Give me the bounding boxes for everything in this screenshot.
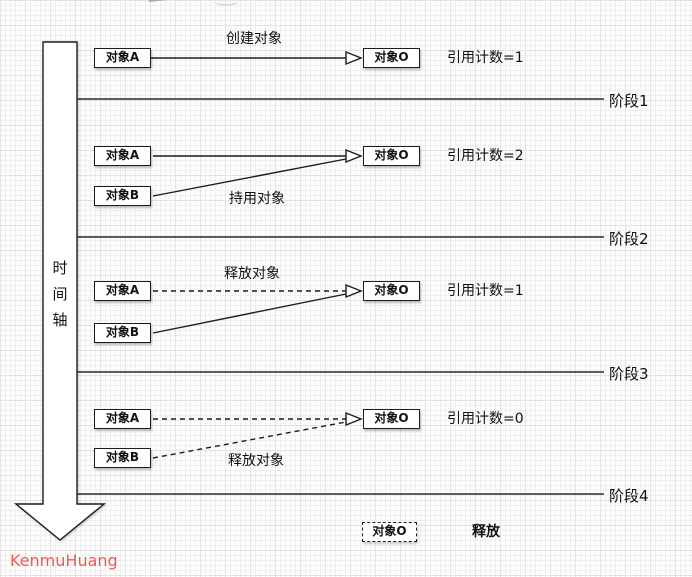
phase4-connector: [152, 411, 363, 459]
open-arrowhead-icon: [345, 283, 363, 299]
phase2-connector: [152, 148, 363, 197]
action-label-phase1: 创建对象: [226, 31, 282, 47]
time-axis-char: 轴: [52, 311, 68, 329]
open-arrowhead-icon: [345, 148, 363, 164]
time-axis-label: 时 间 轴: [44, 255, 76, 333]
time-axis-char: 间: [52, 285, 68, 303]
object-b-box-phase3: 对象B: [94, 323, 151, 343]
time-axis-char: 时: [52, 259, 68, 277]
object-b-box-phase4: 对象B: [94, 448, 151, 468]
stage2-label: 阶段2: [609, 230, 649, 248]
phase1-connector: [151, 50, 363, 66]
watermark-text: KenmuHuang: [10, 551, 118, 570]
object-a-box-phase4: 对象A: [94, 409, 151, 429]
object-a-box-phase2: 对象A: [94, 146, 151, 166]
object-o-box-phase3: 对象O: [363, 281, 420, 301]
object-o-box-phase4: 对象O: [363, 409, 420, 429]
cropped-artifact: [214, 0, 238, 6]
object-o-box-released: 对象O: [362, 522, 417, 542]
ref-count-phase3: 引用计数=1: [447, 283, 524, 299]
stage4-label: 阶段4: [609, 487, 649, 505]
object-b-box-phase2: 对象B: [94, 186, 151, 206]
stage3-label: 阶段3: [609, 365, 649, 383]
object-a-box-phase3: 对象A: [94, 281, 151, 301]
ref-count-phase2: 引用计数=2: [447, 148, 524, 164]
ref-count-phase1: 引用计数=1: [447, 50, 524, 66]
object-a-box-phase1: 对象A: [94, 48, 151, 68]
phase3-connector: [152, 283, 363, 334]
action-label-phase4: 释放对象: [228, 453, 284, 469]
object-o-box-phase1: 对象O: [363, 48, 420, 68]
open-arrowhead-icon: [345, 411, 363, 427]
stage-lines: [77, 98, 604, 495]
object-o-box-phase2: 对象O: [363, 146, 420, 166]
open-arrowhead-icon: [345, 50, 363, 66]
stage1-label: 阶段1: [609, 92, 649, 110]
time-axis-arrow: [14, 41, 106, 541]
released-status-label: 释放: [472, 524, 500, 540]
ref-count-phase4: 引用计数=0: [447, 411, 524, 427]
action-label-phase2: 持用对象: [229, 191, 285, 207]
action-label-phase3: 释放对象: [224, 266, 280, 282]
